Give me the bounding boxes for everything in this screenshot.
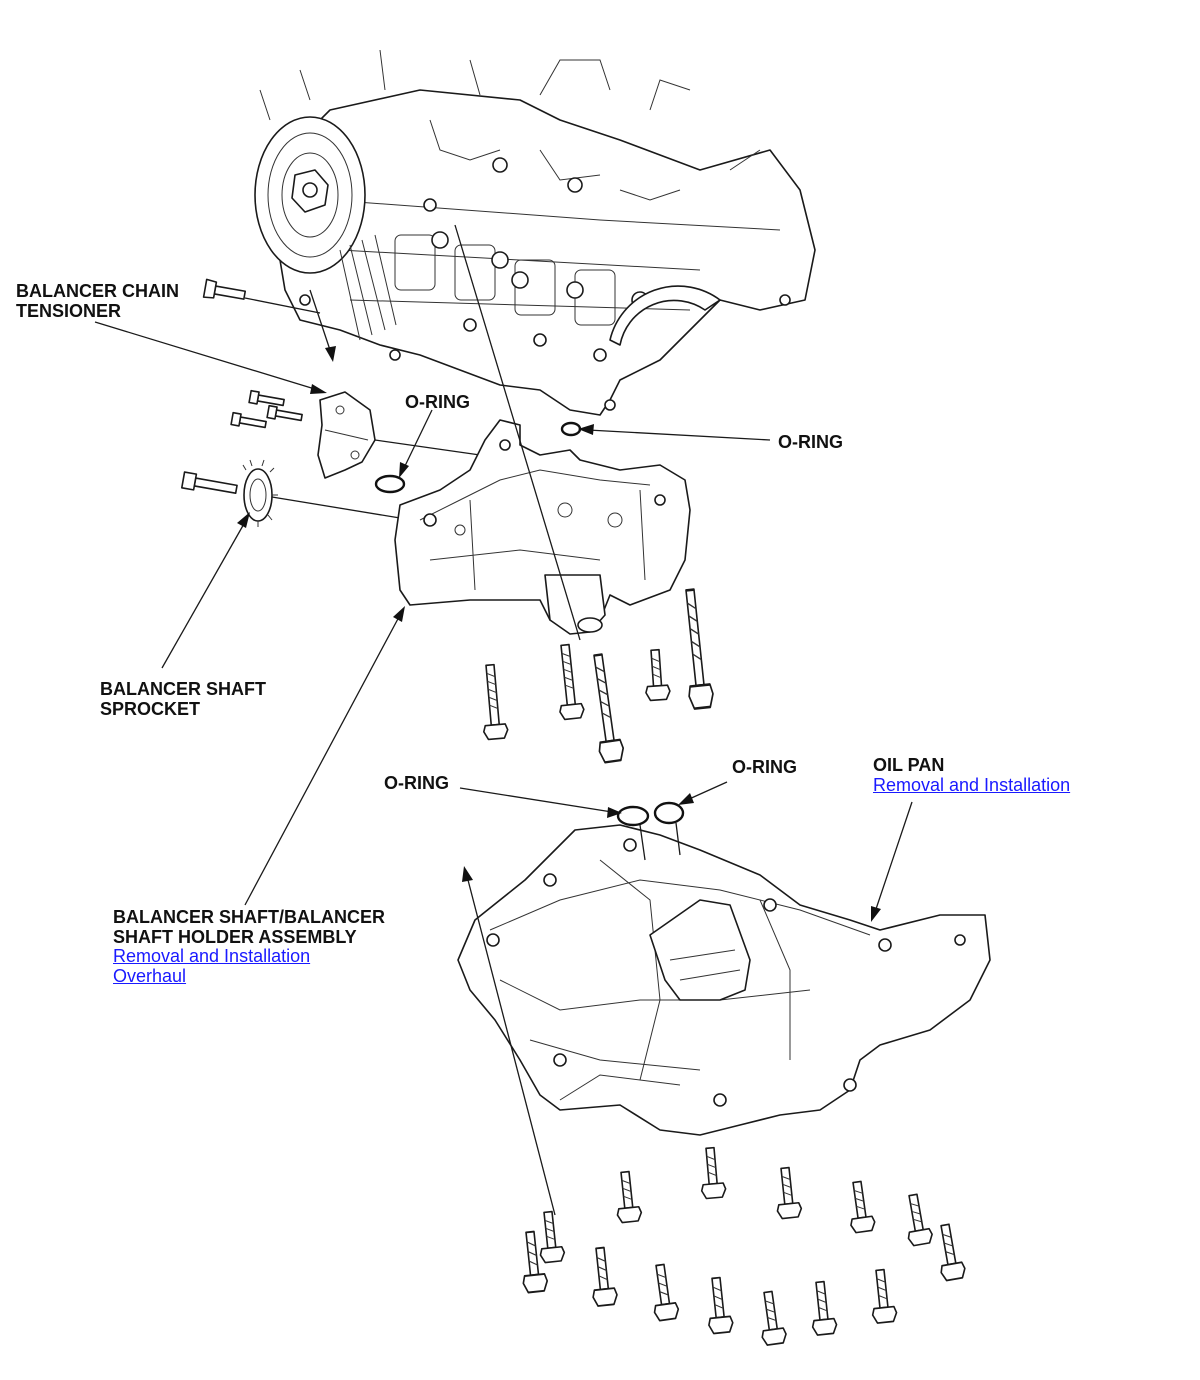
label-balancer-shaft-sprocket: BALANCER SHAFT SPROCKET [100, 679, 266, 719]
label-line: SPROCKET [100, 699, 201, 719]
label-o-ring-upper-right: O-RING [778, 432, 843, 452]
oil-pan [457, 824, 991, 1136]
leader-lines [94, 321, 913, 922]
balancer-shaft-holder-assembly [394, 419, 691, 635]
oil-pan-bolts [517, 1146, 968, 1347]
label-line: SHAFT HOLDER ASSEMBLY [113, 927, 357, 947]
tensioner-mounting-bolt [202, 278, 247, 300]
link-holder-removal-installation[interactable]: Removal and Installation [113, 946, 311, 966]
balancer-shaft-sprocket [180, 459, 278, 527]
o-ring-upper-right [560, 421, 582, 437]
label-line: BALANCER CHAIN [16, 281, 179, 301]
balancer-chain-tensioner [317, 391, 376, 479]
o-ring-upper-left [374, 474, 406, 494]
label-o-ring-lower-right: O-RING [732, 757, 797, 777]
o-ring-lower-left [616, 805, 650, 827]
label-o-ring-lower-left: O-RING [384, 773, 449, 793]
label-oil-pan: OIL PAN [873, 755, 945, 775]
label-line: BALANCER SHAFT/BALANCER [113, 907, 385, 927]
o-ring-lower-right [653, 801, 685, 825]
link-oil-pan-removal-installation[interactable]: Removal and Installation [873, 775, 1071, 795]
label-o-ring-upper-left: O-RING [405, 392, 470, 412]
label-line: BALANCER SHAFT [100, 679, 266, 699]
label-line: TENSIONER [16, 301, 122, 321]
label-balancer-chain-tensioner: BALANCER CHAIN TENSIONER [16, 281, 179, 321]
label-balancer-shaft-holder-assembly: BALANCER SHAFT/BALANCER SHAFT HOLDER ASS… [113, 907, 385, 947]
link-holder-overhaul[interactable]: Overhaul [113, 966, 187, 986]
tensioner-bolts [230, 389, 303, 429]
engine-block [254, 49, 816, 416]
